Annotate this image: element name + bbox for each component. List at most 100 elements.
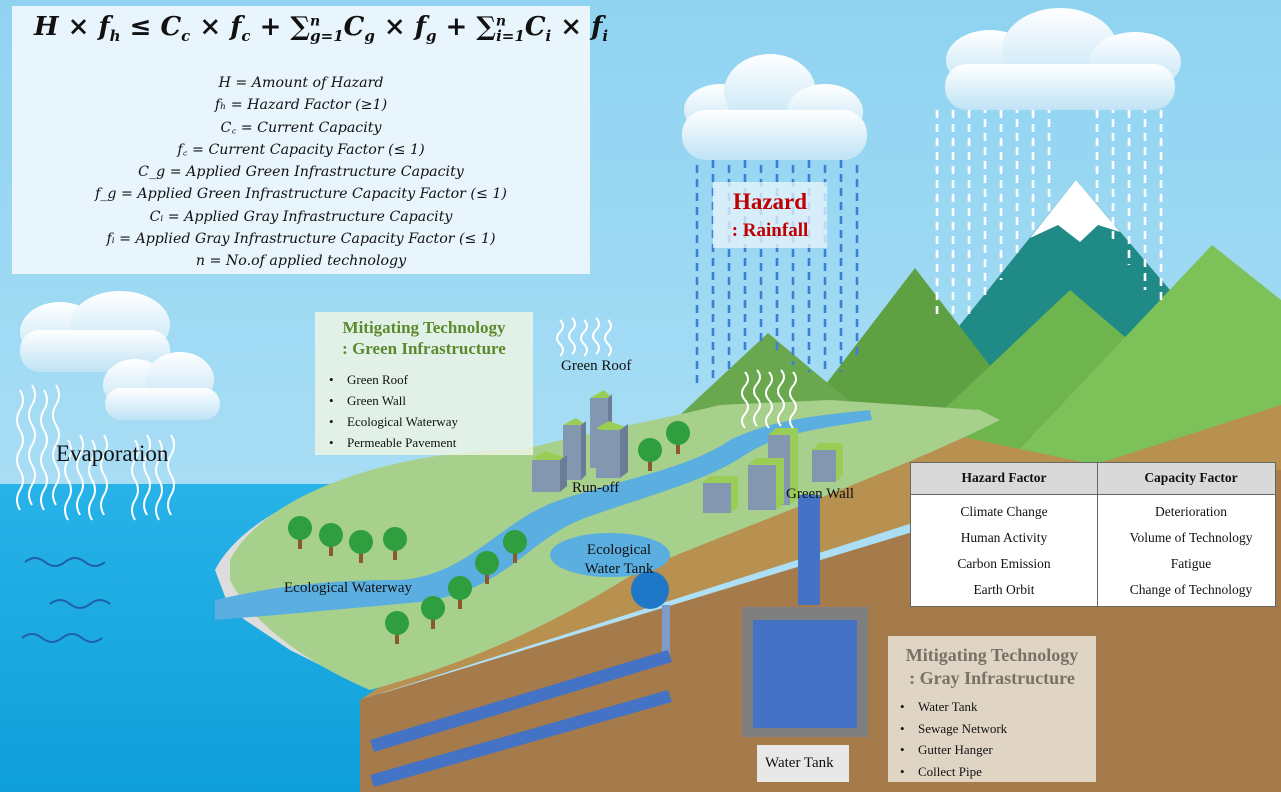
table-cell: Climate Change (960, 504, 1048, 519)
table-cell: Carbon Emission (957, 556, 1051, 571)
definition-fh: fₕ = Hazard Factor (≥1) (214, 97, 388, 114)
formula-panel: H × fh ≤ Cc × fc + ∑ng=1Cg × fg + ∑ni=1C… (12, 6, 608, 274)
cloud-rain-right (945, 8, 1181, 110)
formula-ci-sub: i (545, 27, 552, 46)
definition-fi: fᵢ = Applied Gray Infrastructure Capacit… (106, 231, 496, 248)
formula-plus-2: + (436, 12, 477, 42)
table-cell: Fatigue (1170, 556, 1212, 571)
formula-fc-sub: c (241, 27, 251, 46)
green-title-line2: : Green Infrastructure (342, 339, 506, 358)
table-cell: Change of Technology (1129, 582, 1253, 597)
green-infrastructure-list: Green Roof Green Wall Ecological Waterwa… (323, 369, 458, 453)
main-formula: H × fh ≤ Cc × fc + ∑ng=1Cg × fg + ∑ni=1C… (34, 12, 608, 45)
table-cell: Deterioration (1155, 504, 1227, 519)
formula-cc-sub: c (181, 27, 191, 46)
formula-fi: f (591, 12, 603, 42)
factors-table: Hazard Factor Capacity Factor Climate Ch… (910, 462, 1276, 607)
gray-infrastructure-panel: Mitigating Technology : Gray Infrastruct… (888, 636, 1096, 782)
formula-cg-sub: g (364, 27, 375, 46)
formula-times-2: × (190, 12, 231, 42)
gray-infrastructure-list: Water Tank Sewage Network Gutter Hanger … (894, 696, 1007, 782)
formula-h: H (34, 12, 59, 42)
label-evaporation: Evaporation (56, 441, 169, 466)
label-ecological-waterway: Ecological Waterway (284, 580, 413, 596)
green-infrastructure-title: Mitigating Technology : Green Infrastruc… (315, 317, 533, 359)
definition-fc: f꜀ = Current Capacity Factor (≤ 1) (177, 141, 425, 158)
formula-fh-sub: h (109, 27, 121, 46)
table-divider (1097, 463, 1098, 606)
formula-fg-sub: g (425, 27, 437, 46)
gray-title-line2: : Gray Infrastructure (909, 668, 1075, 688)
gray-infrastructure-title: Mitigating Technology : Gray Infrastruct… (888, 644, 1096, 690)
hazard-title: Hazard (732, 189, 808, 214)
formula-plus-1: + (250, 12, 291, 42)
definition-fg: f_g = Applied Green Infrastructure Capac… (95, 186, 507, 203)
list-item: Water Tank (894, 696, 1007, 718)
formula-sum-g-sub: g=1 (310, 27, 344, 46)
formula-fi-sub: i (602, 27, 609, 46)
label-green-roof: Green Roof (561, 358, 632, 374)
river (215, 410, 872, 620)
list-item: Permeable Pavement (323, 432, 458, 453)
list-item: Ecological Waterway (323, 411, 458, 432)
hazard-label: Hazard : Rainfall (713, 182, 827, 248)
formula-cg: C (343, 12, 365, 42)
formula-fg: f (414, 12, 426, 42)
list-item: Green Wall (323, 390, 458, 411)
definition-h: H = Amount of Hazard (218, 75, 384, 91)
formula-times-3: × (374, 12, 415, 42)
label-green-wall: Green Wall (786, 486, 855, 502)
table-cell: Human Activity (960, 530, 1048, 545)
list-item: Sewage Network (894, 718, 1007, 740)
clouds (20, 8, 1181, 420)
table-cell: Volume of Technology (1129, 530, 1253, 545)
formula-sum-g-sup: n (309, 13, 321, 30)
formula-sum-g: ∑ (290, 12, 310, 42)
label-eco-tank-line2: Water Tank (584, 561, 654, 577)
mountain-back-3 (1000, 245, 1281, 470)
formula-ci: C (524, 12, 546, 42)
formula-definitions: H = Amount of Hazard fₕ = Hazard Factor … (12, 72, 590, 273)
ecological-tank-ball (631, 571, 669, 609)
cloud-left-bottom (103, 352, 220, 420)
header-capacity-factor: Capacity Factor (1144, 470, 1238, 485)
definition-cg: C_g = Applied Green Infrastructure Capac… (138, 164, 464, 181)
label-water-tank: Water Tank (765, 755, 834, 771)
green-title-line1: Mitigating Technology (342, 318, 506, 337)
buildings (532, 390, 843, 513)
label-eco-tank-line1: Ecological (586, 542, 652, 558)
formula-times-1: × (58, 12, 99, 42)
water-tank-label-bg (757, 745, 849, 782)
formula-cc: C (160, 12, 182, 42)
formula-times-4: × (551, 12, 592, 42)
label-run-off: Run-off (572, 480, 620, 496)
underground-pipes (370, 495, 820, 787)
definition-ci: Cᵢ = Applied Gray Infrastructure Capacit… (149, 208, 453, 225)
formula-sum-i-sup: n (495, 13, 507, 30)
trees (288, 421, 690, 644)
gray-title-line1: Mitigating Technology (905, 645, 1079, 665)
mountain-snow-cap (1030, 180, 1120, 242)
water-tank-water (753, 620, 857, 728)
label-ecological-water-tank: Ecological Water Tank (574, 541, 664, 579)
definition-n: n = No.of applied technology (195, 253, 407, 270)
formula-sum-i: ∑ (476, 12, 496, 42)
formula-sum-i-sub: i=1 (496, 27, 525, 46)
definition-cc: C꜀ = Current Capacity (220, 119, 382, 136)
list-item: Collect Pipe (894, 761, 1007, 783)
list-item: Green Roof (323, 369, 458, 390)
sea-waves (21, 557, 111, 643)
formula-leq: ≤ (120, 12, 161, 42)
header-hazard-factor: Hazard Factor (961, 470, 1047, 485)
formula-fh: f (98, 12, 110, 42)
hazard-subtitle: : Rainfall (731, 220, 809, 241)
table-header (911, 463, 1275, 495)
formula-fc: f (230, 12, 242, 42)
ecological-water-tank (550, 533, 670, 577)
cloud-rain-center (682, 54, 867, 160)
evaporation-waves (16, 317, 797, 521)
green-infrastructure-panel: Mitigating Technology : Green Infrastruc… (315, 312, 533, 455)
list-item: Gutter Hanger (894, 739, 1007, 761)
table-cell: Earth Orbit (973, 582, 1035, 597)
